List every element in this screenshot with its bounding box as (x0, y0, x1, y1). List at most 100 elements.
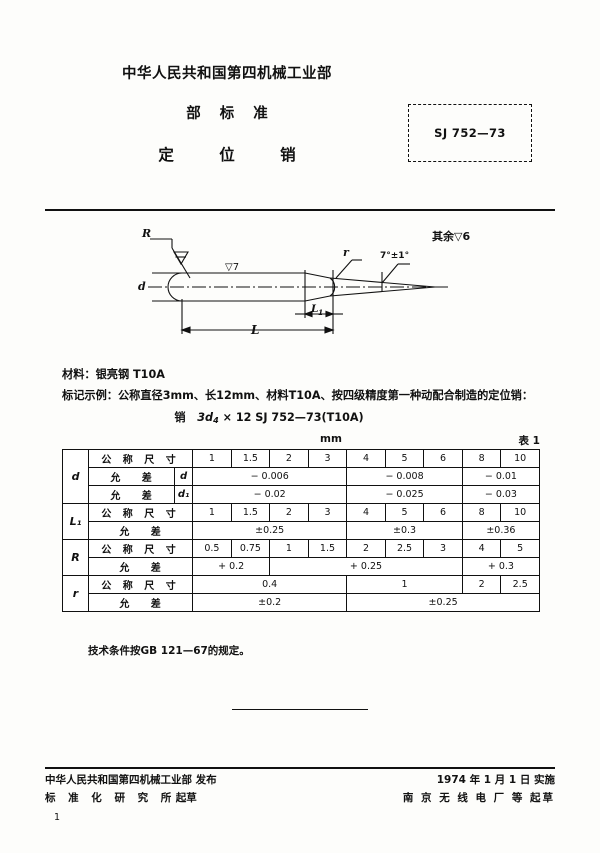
sub-label-d1: d₁ (174, 485, 194, 504)
svg-text:1: 1 (318, 308, 323, 317)
cell-L1-nominal-0: 1 (192, 503, 232, 522)
cell-L1-nominal-7: 8 (461, 503, 502, 522)
cell-R-tol-1: + 0.25 (269, 557, 463, 576)
marking-code-rest: × 12 SJ 752—73(T10A) (222, 410, 364, 424)
table-row: r 公 称 尺 寸 0.4 1 2 2.5 (61, 575, 540, 612)
cell-r-nominal-3: 2.5 (500, 575, 540, 594)
table-row: 允 差 d₁ − 0.02 − 0.025 − 0.03 (63, 485, 541, 504)
drawing-label-R: R (141, 227, 151, 240)
dimension-table: d 公 称 尺 寸 1 1.5 2 3 4 5 6 8 10 允 差 d − 0… (61, 449, 541, 612)
drawing-label-d: d (138, 280, 146, 293)
table-row: 允 差 ±0.2 ±0.25 (63, 593, 540, 612)
cell-L1-tol-0: ±0.25 (192, 521, 348, 540)
material-row: 材料：银亮钢 T10A (62, 364, 542, 385)
row-label-nominal: 公 称 尺 寸 (88, 503, 194, 522)
cell-d-tol-0: − 0.006 (192, 467, 348, 486)
footer-issuer: 中华人民共和国第四机械工业部 发布 (45, 774, 217, 786)
cell-d1-tol-1: − 0.025 (346, 485, 463, 504)
cell-L1-nominal-5: 5 (384, 503, 425, 522)
cell-L1-nominal-6: 6 (423, 503, 463, 522)
marking-code-row: 销 3d4 × 12 SJ 752—73(T10A) (62, 407, 542, 428)
drawing-finish-top: ▽7 (225, 262, 239, 273)
cell-r-nominal-2: 2 (461, 575, 502, 594)
document-type: 部 标 准 (186, 106, 275, 122)
marking-text: 公称直径3mm、长12mm、材料T10A、按四级精度第一种动配合制造的定位销： (117, 389, 534, 403)
material-value: 银亮钢 T10A (95, 368, 165, 381)
table-row: 允 差 d − 0.006 − 0.008 − 0.01 (63, 467, 541, 486)
group-label-r: r (61, 575, 90, 612)
cell-L1-nominal-1: 1.5 (230, 503, 271, 522)
specification-text: 材料：银亮钢 T10A 标记示例：公称直径3mm、长12mm、材料T10A、按四… (62, 364, 542, 428)
cell-d-nominal-0: 1 (192, 449, 232, 468)
standard-code: SJ 752—73 (434, 126, 506, 140)
footer-row-1: 中华人民共和国第四机械工业部 发布 1974 年 1 月 1 日 实施 (45, 772, 555, 790)
table-caption: mm 表 1 (62, 433, 540, 447)
row-label-tolerance: 允 差 (88, 485, 176, 504)
cell-L1-tol-2: ±0.36 (461, 521, 541, 540)
header-title-block: 中华人民共和国第四机械工业部 部 标 准 定 位 销 (62, 62, 392, 165)
cell-d-nominal-1: 1.5 (230, 449, 271, 468)
ministry-name: 中华人民共和国第四机械工业部 (122, 66, 332, 82)
sub-label-d: d (174, 467, 194, 486)
cell-R-nominal-3: 1.5 (307, 539, 348, 558)
cell-d1-tol-0: − 0.02 (192, 485, 348, 504)
cell-L1-nominal-8: 10 (500, 503, 540, 522)
row-label-nominal: 公 称 尺 寸 (88, 575, 194, 594)
footer-divider (45, 767, 555, 769)
surface-finish-rest-note: 其余▽6 (432, 230, 471, 243)
table-row: 允 差 + 0.2 + 0.25 + 0.3 (63, 557, 541, 576)
drawing-label-L1: L (310, 303, 318, 315)
cell-R-nominal-6: 3 (423, 539, 463, 558)
group-label-R: R (61, 539, 90, 576)
row-label-tolerance: 允 差 (88, 467, 176, 486)
drawing-label-angle: 7°±1° (380, 251, 409, 261)
cell-r-nominal-1: 1 (346, 575, 463, 594)
table-row: d 公 称 尺 寸 1 1.5 2 3 4 5 6 8 10 (61, 449, 540, 504)
cell-L1-nominal-3: 3 (307, 503, 348, 522)
technical-drawing: R d ▽7 r 7°±1° (130, 226, 530, 344)
cell-R-nominal-5: 2.5 (384, 539, 425, 558)
marking-code-sub: 4 (213, 415, 219, 425)
technical-condition-note: 技术条件按GB 121—67的规定。 (88, 645, 250, 657)
cell-r-tol-1: ±0.25 (346, 593, 540, 612)
cell-R-tol-0: + 0.2 (192, 557, 271, 576)
page-title: 定 位 销 (158, 146, 316, 164)
cell-R-nominal-1: 0.75 (230, 539, 271, 558)
table-row: R 公 称 尺 寸 0.5 0.75 1 1.5 2 2.5 3 4 5 (61, 539, 540, 576)
table-row: 允 差 ±0.25 ±0.3 ±0.36 (63, 521, 541, 540)
marking-code-main: 3d (197, 410, 214, 424)
footer-row-2: 标 准 化 研 究 所起草 南 京 无 线 电 厂 等 起草 (45, 790, 555, 808)
cell-R-nominal-8: 5 (500, 539, 540, 558)
cell-d-nominal-8: 10 (500, 449, 540, 468)
drawing-label-L: L (250, 323, 259, 337)
marking-code-prefix: 销 (174, 410, 186, 424)
material-label: 材料： (62, 368, 96, 381)
page-number: 1 (54, 812, 61, 823)
group-label-L1: L₁ (61, 503, 90, 540)
marking-label: 标记示例： (62, 389, 118, 403)
cell-d-nominal-3: 3 (307, 449, 348, 468)
cell-R-nominal-0: 0.5 (192, 539, 232, 558)
cell-d1-tol-2: − 0.03 (461, 485, 541, 504)
cell-R-nominal-2: 1 (269, 539, 309, 558)
cell-d-nominal-2: 2 (269, 449, 309, 468)
cell-L1-tol-1: ±0.3 (346, 521, 463, 540)
group-label-d: d (61, 449, 90, 504)
cell-d-nominal-5: 5 (384, 449, 425, 468)
header-divider (45, 209, 555, 211)
table-row: L₁ 公 称 尺 寸 1 1.5 2 3 4 5 6 8 10 (61, 503, 540, 540)
cell-R-tol-2: + 0.3 (461, 557, 541, 576)
footer-drafting-institute: 标 准 化 研 究 所起草 (45, 792, 197, 804)
marking-example-row: 标记示例：公称直径3mm、长12mm、材料T10A、按四级精度第一种动配合制造的… (62, 385, 542, 406)
row-label-tolerance: 允 差 (88, 521, 194, 540)
cell-d-tol-1: − 0.008 (346, 467, 463, 486)
drawing-label-r: r (343, 246, 350, 259)
footer-drafter: 南 京 无 线 电 厂 等 起草 (402, 792, 555, 804)
row-label-tolerance: 允 差 (88, 557, 194, 576)
cell-L1-nominal-2: 2 (269, 503, 309, 522)
table-unit: mm (320, 433, 342, 445)
cell-R-nominal-7: 4 (461, 539, 502, 558)
row-label-nominal: 公 称 尺 寸 (88, 539, 194, 558)
cell-d-tol-2: − 0.01 (461, 467, 541, 486)
